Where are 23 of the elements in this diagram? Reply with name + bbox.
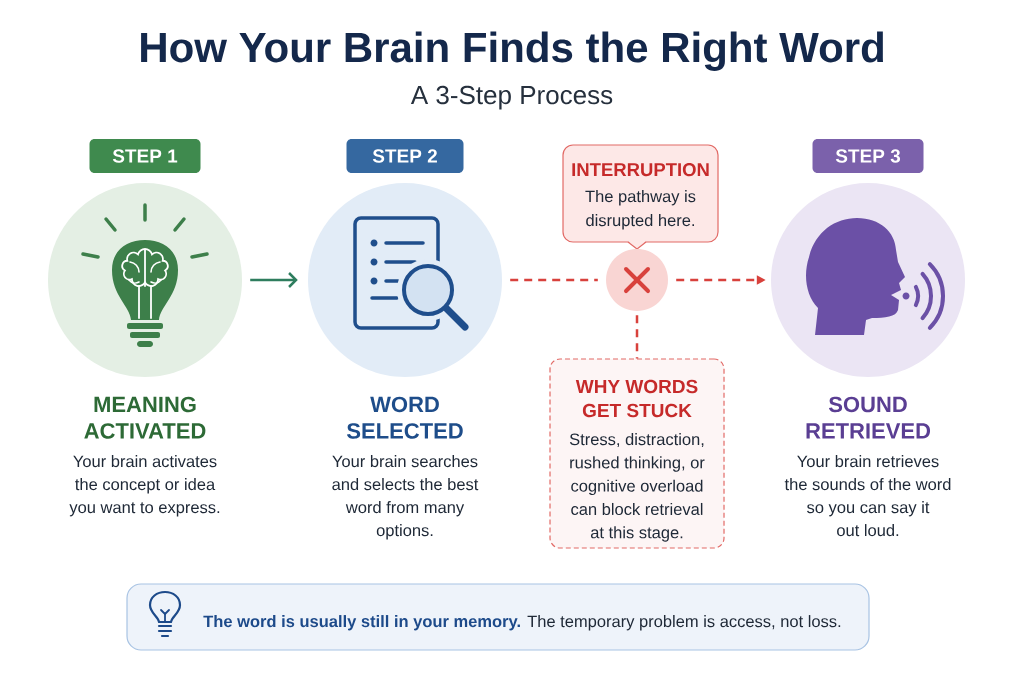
- arrow: [250, 272, 298, 288]
- title: How Your Brain Finds the Right Word: [141, 31, 883, 71]
- subtitle: A 3-Step Process: [410, 85, 613, 110]
- step-heading: MEANING ACTIVATED: [84, 396, 206, 439]
- cross-icon: [606, 249, 668, 311]
- step-heading: SOUND RETRIEVED: [806, 396, 931, 439]
- connector-line: [510, 278, 598, 282]
- callout-box: [562, 144, 719, 250]
- step-description: Your brain retrieves the sounds of the word so you can say it out loud.: [784, 455, 951, 537]
- step-description: Your brain searches and selects the best word from many options.: [332, 455, 479, 540]
- callout-heading: INTERRUPTION: [572, 163, 709, 177]
- step-badge: STEP 1: [89, 139, 201, 173]
- step-heading: WORD SELECTED: [346, 396, 463, 439]
- step-badge: STEP 2: [346, 139, 464, 173]
- box-text: Stress, distraction, rushed thinking, or cognitive overload can block retrieval at this stage.: [569, 433, 705, 542]
- dashed-box: [549, 358, 725, 549]
- callout-text: The pathway is disrupted here.: [585, 190, 696, 230]
- step-description: Your brain activates the concept or idea you want to express.: [69, 455, 220, 517]
- box-heading: WHY WORDS GET STUCK: [575, 379, 698, 418]
- step-badge: STEP 3: [812, 139, 924, 173]
- note-text: The word is usually still in your memory. The temporary problem is access, not loss.: [203, 615, 841, 631]
- connector-line: [635, 315, 639, 359]
- note-banner: [126, 583, 870, 651]
